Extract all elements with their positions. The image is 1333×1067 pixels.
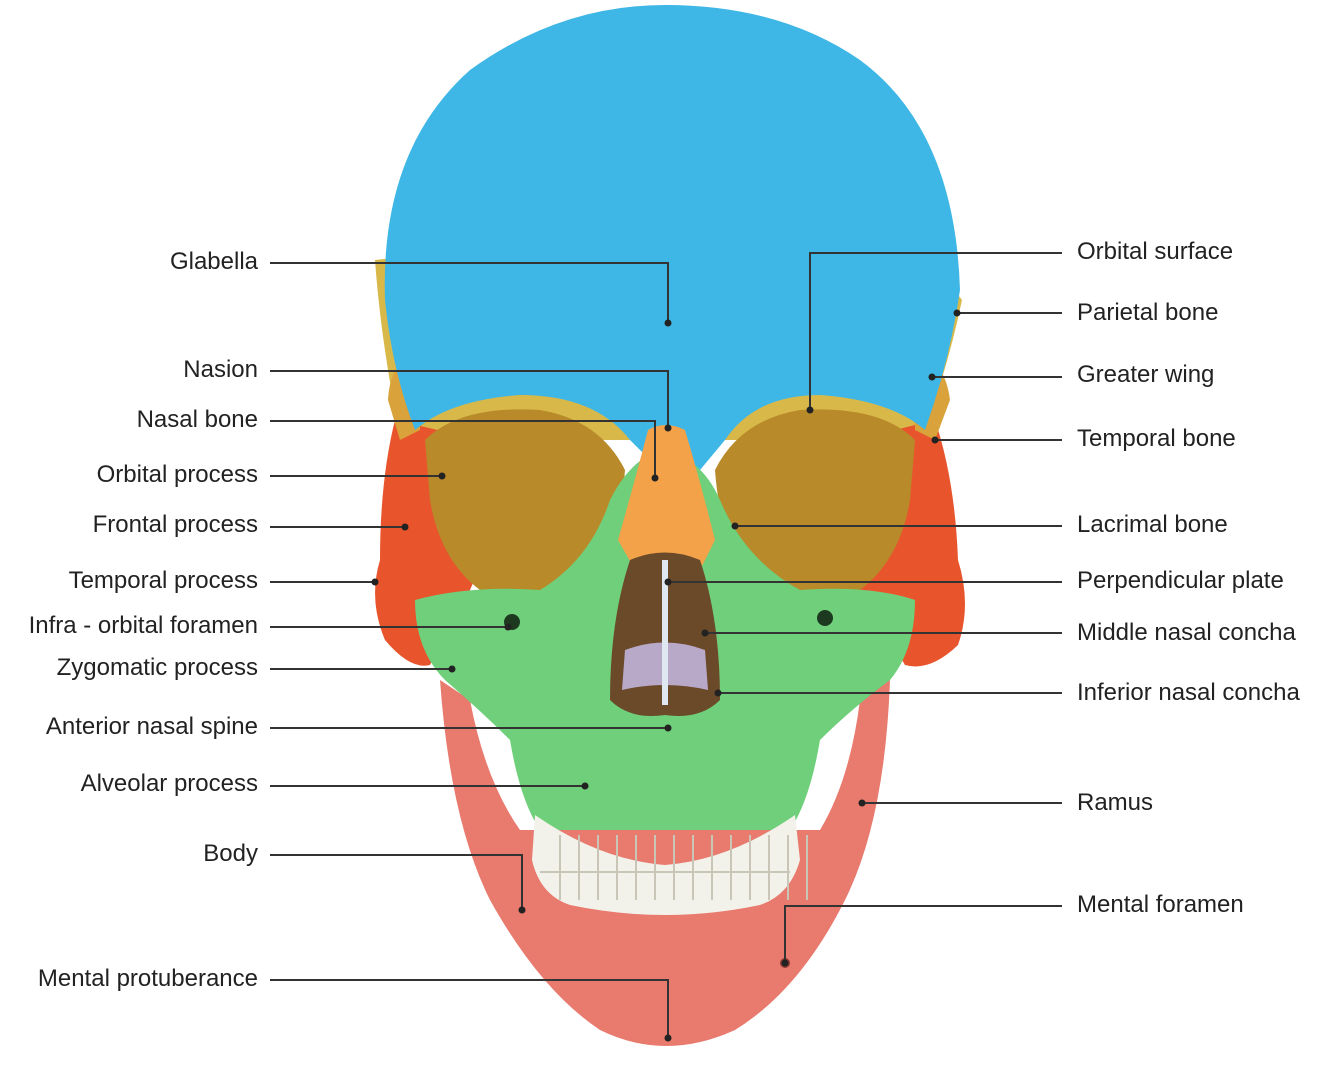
label-lacrimal-bone: Lacrimal bone xyxy=(1077,511,1228,538)
leader-dot-nasal-bone xyxy=(651,474,659,482)
label-perpendicular-plate: Perpendicular plate xyxy=(1077,567,1284,594)
leader-dot-nasion xyxy=(664,424,672,432)
leader-mental-protuberance xyxy=(270,979,669,1038)
leader-dot-lacrimal-bone xyxy=(731,522,739,530)
label-temporal-process: Temporal process xyxy=(68,567,258,594)
leader-nasal-bone xyxy=(270,420,656,478)
label-mental-protuberance: Mental protuberance xyxy=(37,965,258,992)
label-parietal-bone: Parietal bone xyxy=(1077,299,1219,326)
nasal-bone xyxy=(618,425,715,570)
leader-dot-mental-foramen xyxy=(781,959,789,967)
infraorbital-foramen-right xyxy=(817,610,833,626)
leader-dot-body xyxy=(518,906,526,914)
leader-dot-temporal-bone xyxy=(931,436,939,444)
label-orbital-process: Orbital process xyxy=(96,461,258,488)
leader-body xyxy=(270,854,523,910)
label-zygomatic-process: Zygomatic process xyxy=(56,654,258,681)
label-orbital-surface: Orbital surface xyxy=(1077,238,1234,265)
leader-dot-inferior-nasal-concha xyxy=(714,689,722,697)
label-inferior-nasal-concha: Inferior nasal concha xyxy=(1077,679,1300,706)
label-temporal-bone: Temporal bone xyxy=(1077,425,1236,452)
leader-dots xyxy=(371,309,961,1042)
label-infraorbital-foramen: Infra - orbital foramen xyxy=(28,612,258,639)
leader-nasion xyxy=(270,370,669,428)
leader-dot-alveolar-process xyxy=(581,782,589,790)
label-anterior-nasal-spine: Anterior nasal spine xyxy=(45,713,258,740)
leader-dot-orbital-process xyxy=(438,472,446,480)
mandible xyxy=(440,680,890,1046)
label-mental-foramen: Mental foramen xyxy=(1077,891,1244,918)
leader-dot-parietal-bone xyxy=(953,309,961,317)
label-ramus: Ramus xyxy=(1077,789,1154,816)
orbit-left xyxy=(425,409,625,594)
label-glabella: Glabella xyxy=(169,248,258,275)
leader-dot-glabella xyxy=(664,319,672,327)
leader-lines xyxy=(270,252,1062,1038)
label-frontal-process: Frontal process xyxy=(92,511,258,538)
teeth-lines xyxy=(540,835,808,900)
label-middle-nasal-concha: Middle nasal concha xyxy=(1077,619,1296,646)
perpendicular-plate xyxy=(662,560,668,705)
leader-dot-orbital-surface xyxy=(806,406,814,414)
label-alveolar-process: Alveolar process xyxy=(80,770,258,797)
leader-dot-mental-protuberance xyxy=(664,1034,672,1042)
leader-dot-greater-wing xyxy=(928,373,936,381)
leader-dot-ramus xyxy=(858,799,866,807)
leader-dot-anterior-nasal-spine xyxy=(664,724,672,732)
leader-glabella xyxy=(270,262,669,323)
leader-dot-infraorbital-foramen xyxy=(504,623,512,631)
leader-dot-temporal-process xyxy=(371,578,379,586)
label-nasal-bone: Nasal bone xyxy=(136,406,258,433)
leader-mental-foramen xyxy=(784,905,1062,963)
label-body: Body xyxy=(203,840,258,867)
leader-orbital-surface xyxy=(809,252,1062,410)
leader-dot-zygomatic-process xyxy=(448,665,456,673)
orbit-right xyxy=(715,409,915,594)
leader-dot-frontal-process xyxy=(401,523,409,531)
label-nasion: Nasion xyxy=(183,356,258,383)
frontal-bone xyxy=(384,5,961,470)
label-greater-wing: Greater wing xyxy=(1077,361,1215,388)
leader-dot-middle-nasal-concha xyxy=(701,629,709,637)
leader-dot-perpendicular-plate xyxy=(664,578,672,586)
